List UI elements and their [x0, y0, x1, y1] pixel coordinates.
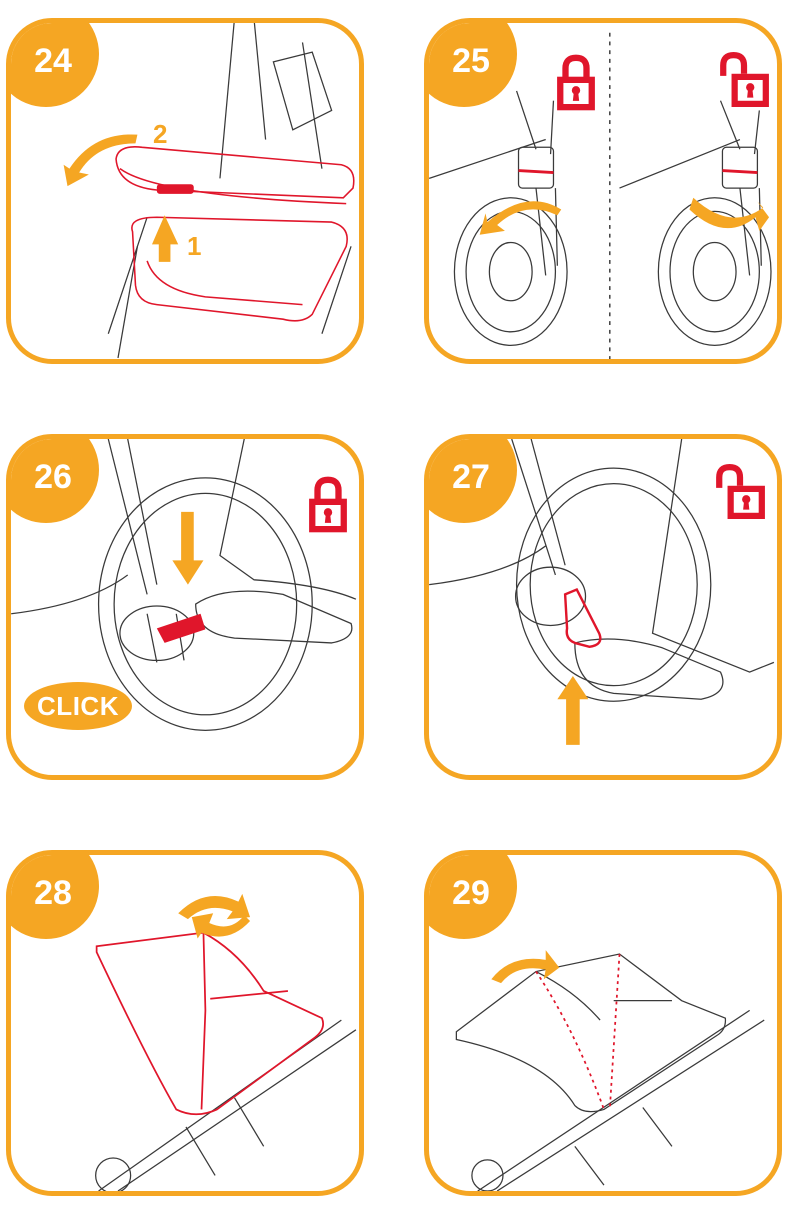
- lock-closed-icon: [555, 53, 597, 113]
- step-panel-28: 28: [6, 850, 364, 1196]
- step-label-2: 2: [153, 119, 167, 150]
- step-panel-25: 25: [424, 18, 782, 364]
- step-panel-24: 24 2 1: [6, 18, 364, 364]
- step-label-1: 1: [187, 231, 201, 262]
- lock-closed-icon: [307, 475, 349, 535]
- click-sound-bubble: CLICK: [24, 682, 132, 730]
- step-panel-27: 27: [424, 434, 782, 780]
- lock-open-icon: [717, 49, 771, 111]
- lock-open-icon: [713, 461, 767, 523]
- step-panel-29: 29: [424, 850, 782, 1196]
